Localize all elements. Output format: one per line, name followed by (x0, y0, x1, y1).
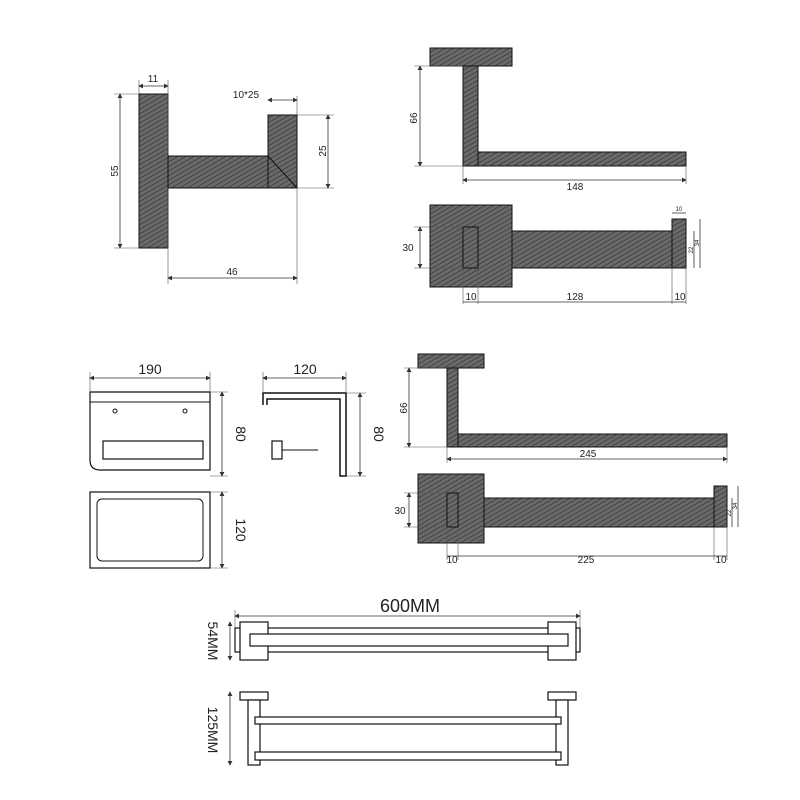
dim-short-plate-height: 66 (409, 112, 420, 124)
dim-hook-depth: 46 (226, 267, 238, 278)
dim-hook-size: 10*25 (233, 90, 260, 101)
dim-hook-height: 55 (110, 165, 121, 177)
dim-short-end-total: 34 (695, 239, 701, 246)
dim-shelf-width: 190 (138, 361, 162, 377)
dim-short-end-top: 10 (676, 207, 683, 213)
hook-end (267, 114, 298, 189)
dim-long-arm: 225 (578, 555, 595, 566)
dim-towel-bar-height: 125MM (205, 707, 221, 754)
paper-holder-short-drawing: 66 148 30 10 128 10 10 22 34 (402, 47, 701, 304)
dim-towel-bar-length: 600MM (380, 596, 440, 616)
dim-shelf-front-height: 80 (233, 426, 249, 442)
robe-hook-drawing: 11 10*25 55 25 46 (110, 74, 334, 284)
dim-long-length: 245 (580, 449, 597, 460)
dim-short-length: 148 (567, 182, 584, 193)
dim-long-end-small: 22 (727, 509, 733, 516)
shelf-paper-holder-drawing: 190 80 120 120 80 (89, 361, 387, 569)
dim-shelf-side-depth: 120 (293, 361, 317, 377)
dim-short-side-height: 30 (402, 243, 414, 254)
dim-long-post: 10 (446, 555, 458, 566)
dim-short-end: 10 (674, 292, 686, 303)
dim-short-arm: 128 (567, 292, 584, 303)
hook-plate (138, 93, 169, 249)
dim-long-plate-height: 66 (399, 402, 410, 414)
dim-hook-plate-width: 11 (148, 74, 159, 85)
dim-towel-bar-depth: 54MM (205, 622, 221, 661)
dim-short-post: 10 (465, 292, 477, 303)
dim-shelf-side-height: 80 (371, 426, 387, 442)
dim-shelf-top-depth: 120 (233, 518, 249, 542)
dim-short-end-small: 22 (689, 246, 695, 253)
dim-long-end: 10 (715, 555, 727, 566)
towel-bar-drawing: 600MM 54MM 125MM (205, 596, 581, 766)
paper-holder-long-drawing: 66 245 30 10 225 10 22 34 (394, 353, 739, 566)
dim-long-end-total: 34 (733, 502, 739, 509)
dim-long-side-height: 30 (394, 506, 406, 517)
dim-hook-end-height: 25 (318, 145, 329, 157)
